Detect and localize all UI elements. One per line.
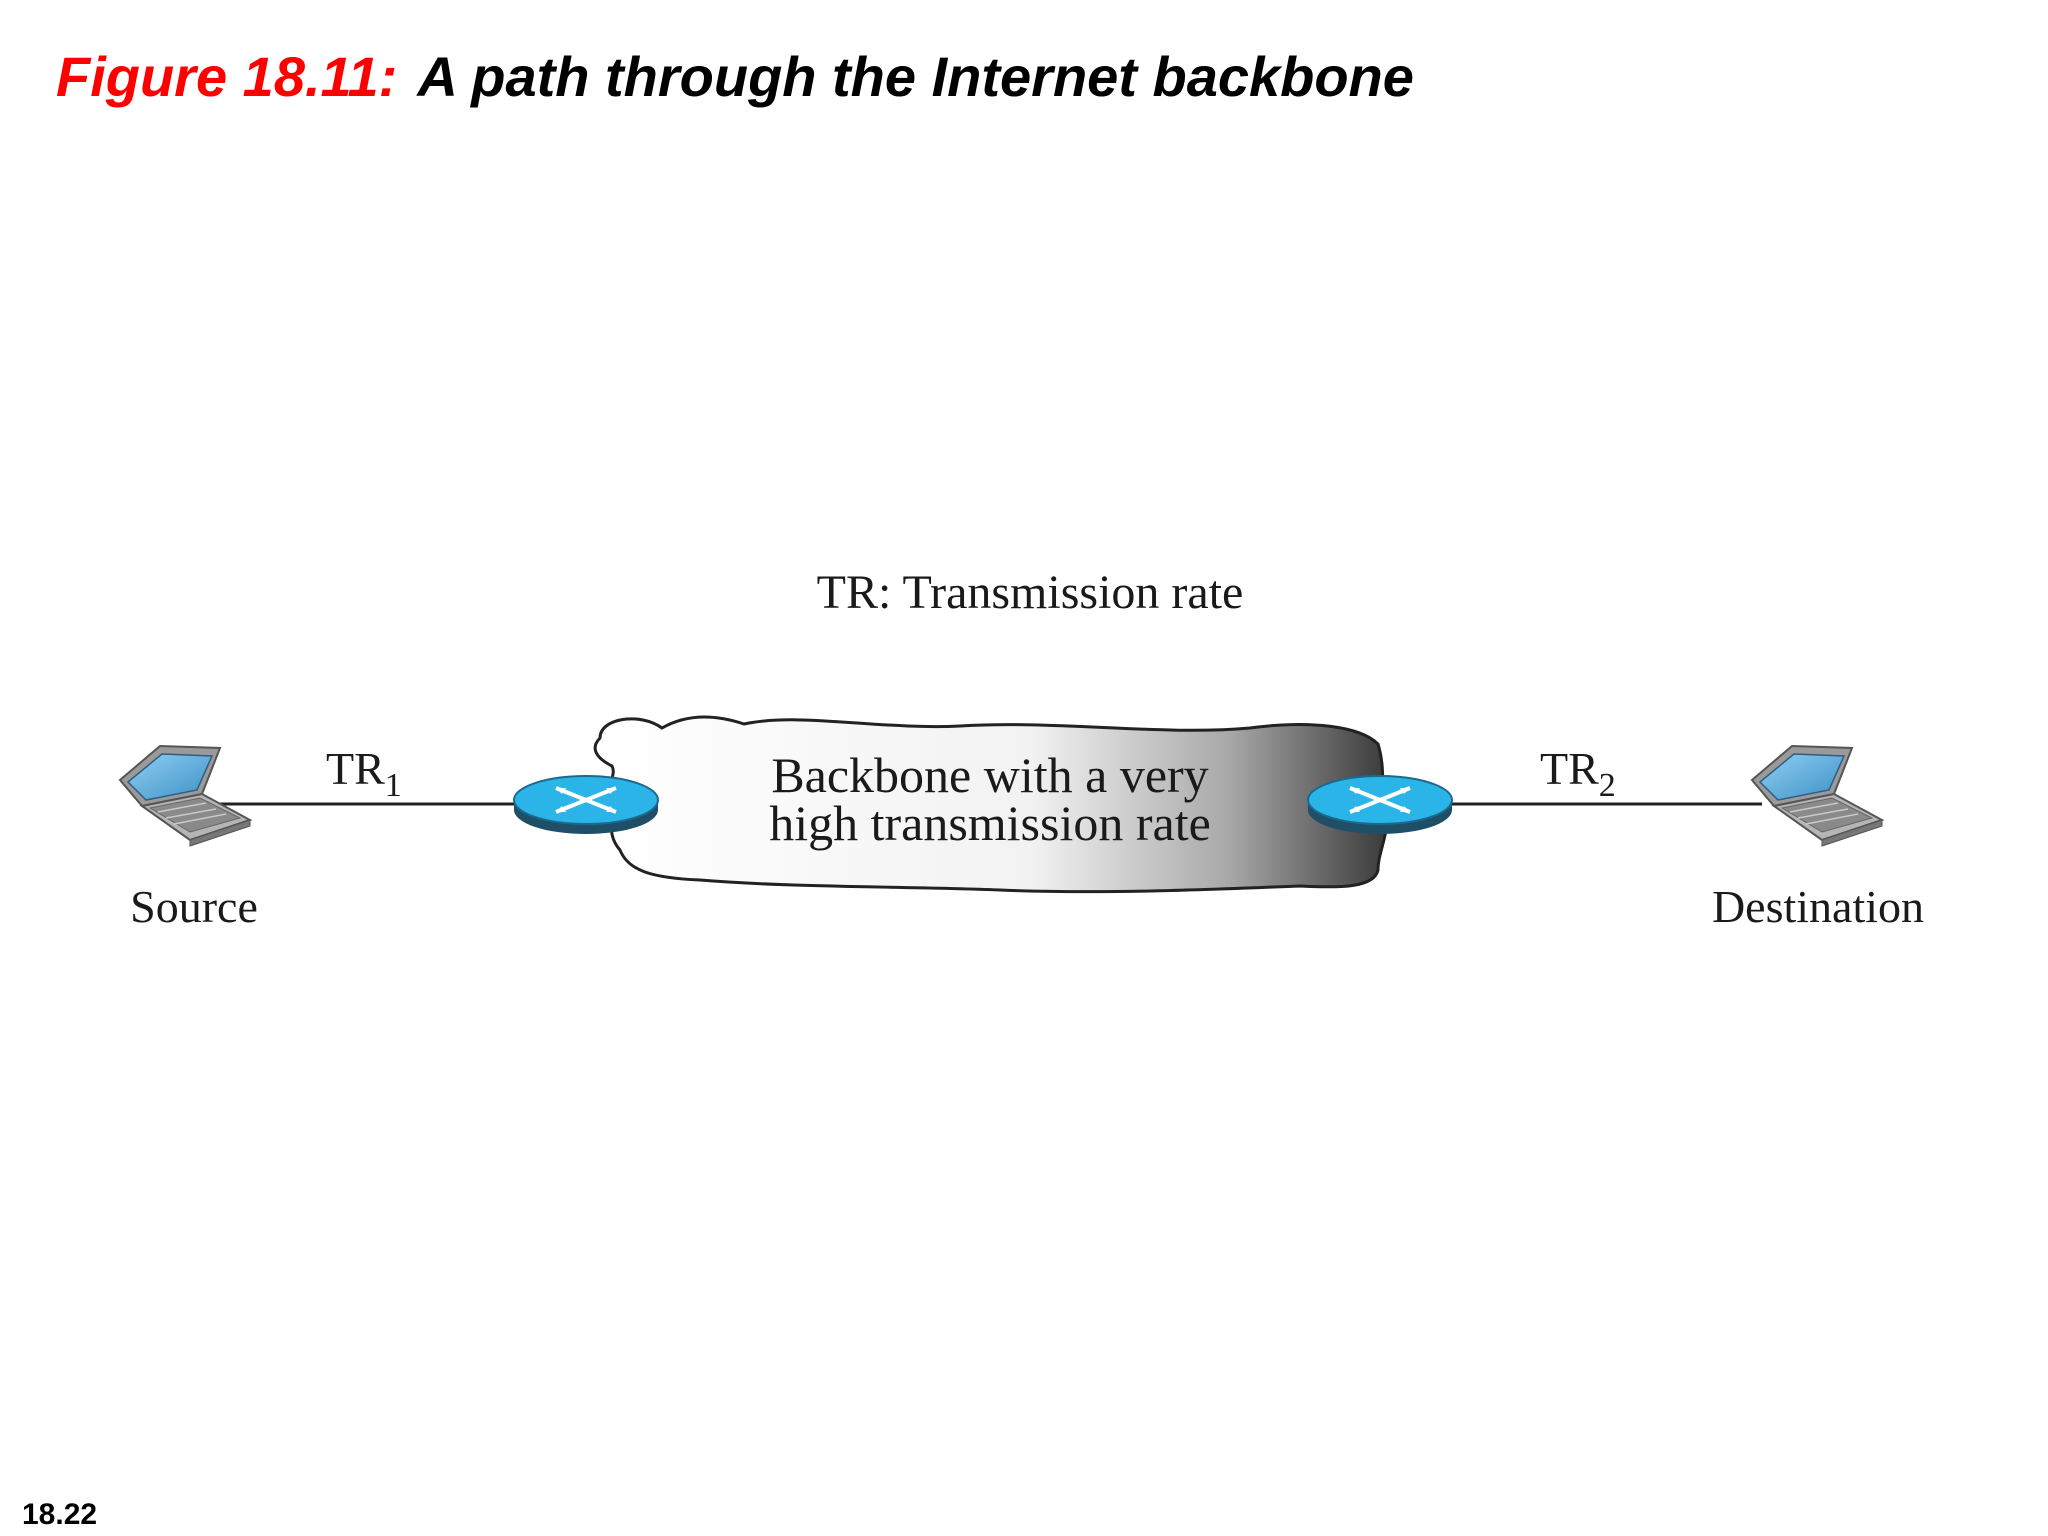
right-link-label: TR2: [1540, 743, 1616, 804]
source-label: Source: [130, 881, 258, 932]
left-link-subscript: 1: [385, 767, 402, 804]
left-link-prefix: TR: [326, 743, 385, 794]
destination-laptop-icon: [1751, 745, 1883, 847]
backbone-label-line1: Backbone with a very: [771, 747, 1208, 803]
backbone-label-line2: high transmission rate: [769, 795, 1211, 851]
router-icon-right: [1306, 774, 1454, 836]
figure-number: Figure 18.11:: [56, 45, 398, 108]
slide-title: Figure 18.11: A path through the Internet…: [56, 44, 1414, 109]
left-link-label: TR1: [326, 743, 402, 804]
right-link-subscript: 2: [1599, 767, 1616, 804]
source-laptop-icon: [119, 745, 251, 847]
router-icon-left: [512, 774, 660, 836]
figure-title: A path through the Internet backbone: [417, 45, 1414, 108]
backbone-cloud: [593, 715, 1389, 894]
page-number: 18.22: [22, 1498, 98, 1531]
destination-label: Destination: [1712, 881, 1924, 932]
right-link-prefix: TR: [1540, 743, 1599, 794]
legend-label: TR: Transmission rate: [817, 566, 1244, 619]
